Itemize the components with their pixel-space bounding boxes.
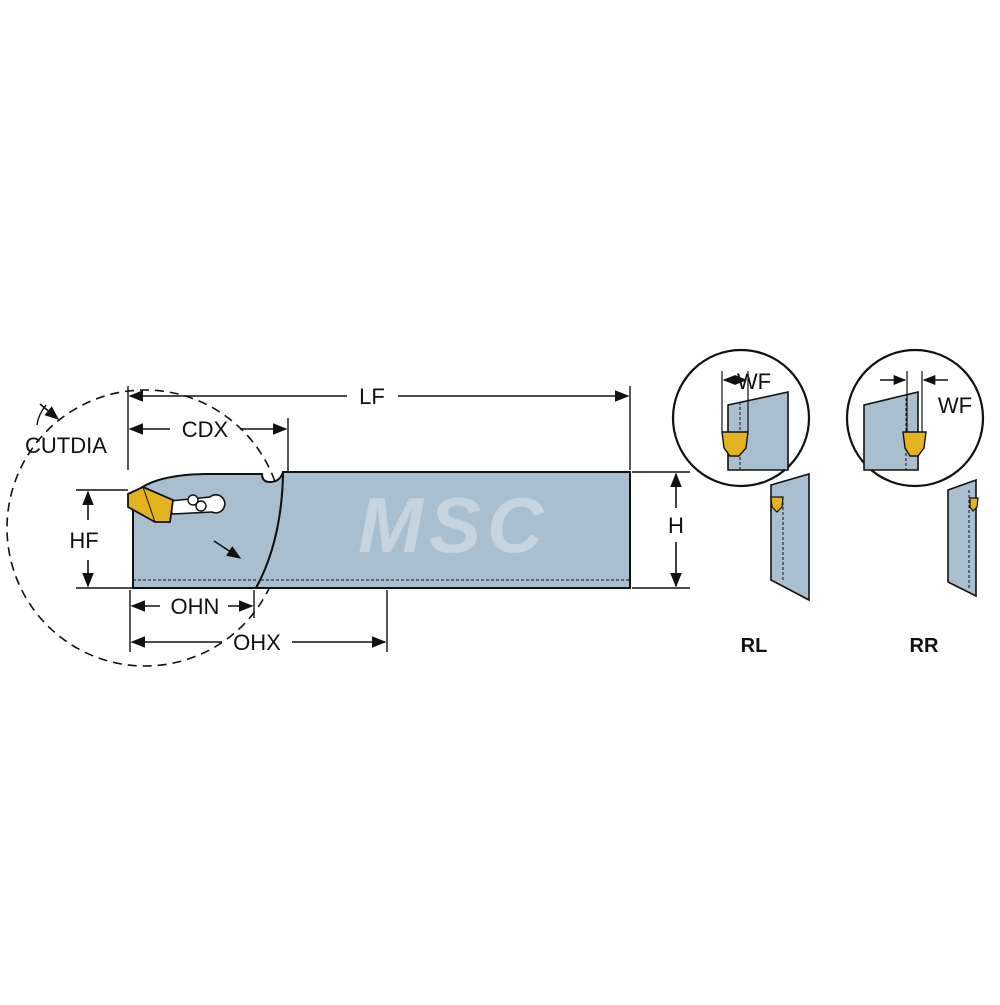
insert-edge (142, 486, 156, 523)
hf-label: HF (69, 528, 98, 553)
rl-label: RL (741, 635, 768, 657)
rr-detail-view: WF RR (845, 348, 985, 657)
h-label: H (668, 513, 684, 538)
rl-small-tool (770, 472, 810, 602)
rr-small-insert (969, 497, 979, 512)
rr-label: RR (910, 635, 939, 657)
cutdia-arrow (39, 403, 60, 420)
rl-wf-label: WF (737, 369, 771, 394)
radius-arrow (213, 540, 242, 559)
cutdia-label: CUTDIA (25, 433, 107, 458)
slot-hole (187, 494, 199, 506)
rl-detail-view: WF RL (671, 348, 811, 657)
lf-label: LF (359, 384, 385, 409)
watermark: MSC (358, 481, 549, 569)
ohx-label: OHX (233, 630, 281, 655)
rr-blade (863, 390, 919, 471)
tool-head (132, 471, 284, 589)
rr-insert (902, 431, 927, 457)
slot-hole (195, 500, 207, 512)
cdx-label: CDX (182, 417, 229, 442)
rl-blade (727, 391, 789, 471)
rr-wf-label: WF (938, 393, 972, 418)
ohn-label: OHN (171, 594, 220, 619)
rl-small-insert (770, 496, 784, 513)
